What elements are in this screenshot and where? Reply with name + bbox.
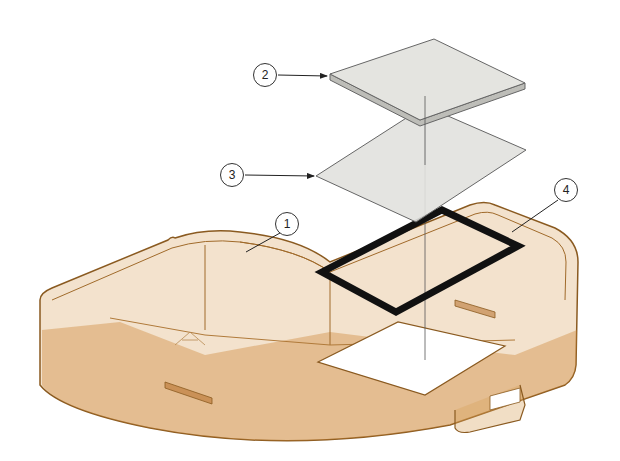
plate [330, 39, 525, 126]
callout-number: 4 [554, 178, 578, 202]
callout-number: 3 [220, 163, 244, 187]
callout-holder: 1 [275, 212, 299, 236]
callout-holder: 2 [253, 63, 277, 87]
tray [40, 203, 578, 441]
callout-number: 1 [275, 212, 299, 236]
gasket [322, 210, 518, 312]
callout-number: 2 [253, 63, 277, 87]
callout-holder: 4 [554, 178, 578, 202]
callout-holder: 3 [220, 163, 244, 187]
leader-lines [245, 75, 558, 252]
